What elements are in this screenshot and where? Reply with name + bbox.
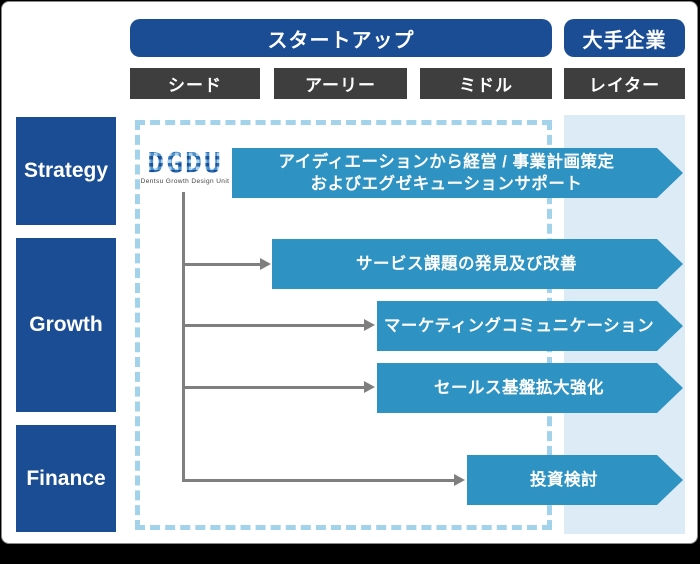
- connector-vertical-line: [182, 192, 185, 482]
- header-startup: スタートアップ: [130, 19, 552, 57]
- category-growth-label: Growth: [29, 313, 103, 336]
- category-growth: Growth: [16, 238, 116, 412]
- header-startup-label: スタートアップ: [267, 29, 415, 52]
- stage-later-label: レイター: [588, 76, 661, 95]
- stage-middle: ミドル: [420, 68, 552, 99]
- stage-early-label: アーリー: [305, 76, 376, 95]
- diagram-panel: スタートアップ 大手企業 シード アーリー ミドル レイター Strategy …: [1, 1, 698, 544]
- header-enterprise: 大手企業: [564, 19, 685, 57]
- header-enterprise-label: 大手企業: [582, 29, 667, 52]
- category-finance: Finance: [16, 425, 116, 532]
- stage-seed: シード: [130, 68, 260, 99]
- banner-ideation-support-text: アイディエーションから経営 / 事業計画策定 およびエグゼキューションサポート: [278, 152, 615, 193]
- stage-early: アーリー: [274, 68, 407, 99]
- connector-arrow-service: [183, 258, 271, 270]
- stage-later: レイター: [564, 68, 685, 99]
- connector-arrow-marketing: [183, 319, 375, 331]
- dgdu-logo: DGDU Dentsu Growth Design Unit: [139, 146, 231, 186]
- category-strategy-label: Strategy: [23, 159, 109, 182]
- dgdu-logo-text: DGDU: [147, 146, 223, 179]
- stage-middle-label: ミドル: [459, 76, 513, 95]
- banner-sales-expansion: セールス基盤拡大強化: [377, 363, 683, 413]
- banner-service-improvement: サービス課題の発見及び改善: [272, 239, 683, 289]
- stage-seed-label: シード: [168, 76, 222, 95]
- connector-arrow-sales: [183, 381, 375, 393]
- banner-ideation-support: アイディエーションから経営 / 事業計画策定 およびエグゼキューションサポート: [232, 148, 683, 198]
- dgdu-logo-subtext: Dentsu Growth Design Unit: [140, 178, 230, 185]
- category-strategy: Strategy: [16, 117, 116, 225]
- category-finance-label: Finance: [26, 466, 106, 490]
- banner-marketing-communication: マーケティングコミュニケーション: [377, 301, 683, 351]
- connector-arrow-investment: [183, 474, 465, 486]
- banner-investment-consideration: 投資検討: [467, 455, 683, 505]
